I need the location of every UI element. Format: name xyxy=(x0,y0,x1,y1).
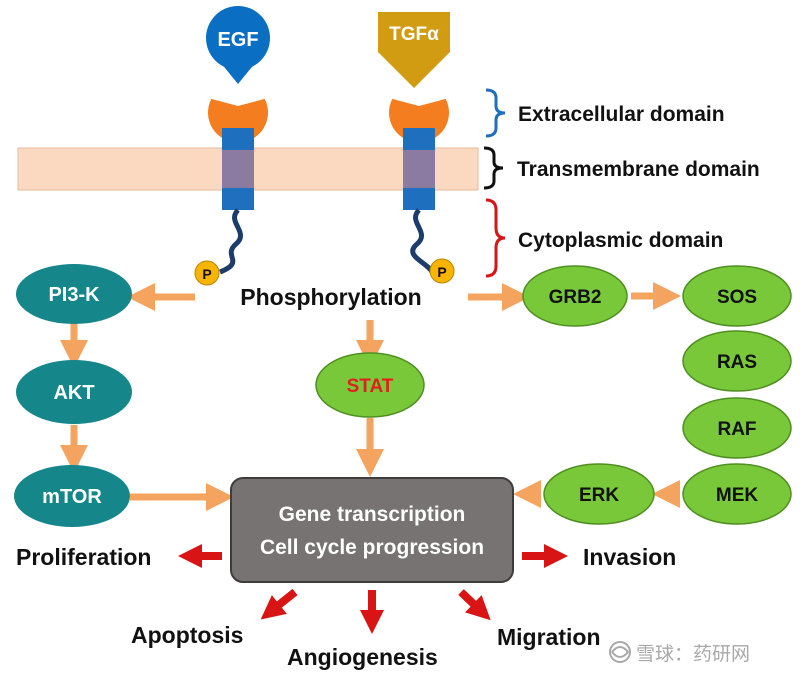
proliferation-label: Proliferation xyxy=(16,544,151,570)
svg-text:AKT: AKT xyxy=(53,382,94,404)
invasion-label: Invasion xyxy=(583,544,676,570)
snowball-logo-icon xyxy=(609,641,631,663)
outcome-arrows xyxy=(178,544,568,634)
transmembrane-domain-label: Transmembrane domain xyxy=(517,158,760,181)
receptor-left: P xyxy=(194,98,269,286)
cytoplasmic-bracket xyxy=(485,198,506,278)
cell-cycle-label: Cell cycle progression xyxy=(260,536,484,559)
transmembrane-bracket xyxy=(483,146,504,190)
svg-text:P: P xyxy=(437,264,446,280)
svg-text:RAS: RAS xyxy=(717,352,757,373)
signal-arrows xyxy=(60,282,681,511)
akt-node: AKT xyxy=(16,360,132,424)
egf-ligand: EGF xyxy=(206,6,270,84)
watermark-text: 雪球：药研网 xyxy=(636,643,750,665)
angiogenesis-label: Angiogenesis xyxy=(287,644,438,670)
phosphate-badge: P xyxy=(194,260,220,286)
extracellular-domain-label: Extracellular domain xyxy=(518,103,725,126)
extracellular-bracket xyxy=(485,88,506,138)
ras-node: RAS xyxy=(682,330,792,392)
tgfa-ligand: TGFα xyxy=(378,12,450,88)
svg-text:P: P xyxy=(202,266,211,282)
egf-label: EGF xyxy=(217,29,258,51)
svg-text:GRB2: GRB2 xyxy=(549,287,602,308)
svg-text:RAF: RAF xyxy=(717,419,756,440)
mtor-node: mTOR xyxy=(14,465,130,527)
svg-text:mTOR: mTOR xyxy=(42,486,102,508)
svg-text:SOS: SOS xyxy=(717,287,757,308)
pi3k-node: PI3-K xyxy=(16,264,132,324)
svg-text:PI3-K: PI3-K xyxy=(48,284,100,306)
gene-transcription-label: Gene transcription xyxy=(279,503,466,526)
phosphorylation-label: Phosphorylation xyxy=(240,284,421,310)
watermark: 雪球：药研网 xyxy=(609,641,750,665)
grb2-node: GRB2 xyxy=(522,265,628,327)
sos-node: SOS xyxy=(682,265,792,327)
svg-text:STAT: STAT xyxy=(347,376,394,397)
receptor-right: P xyxy=(389,98,455,284)
raf-node: RAF xyxy=(682,397,792,459)
apoptosis-label: Apoptosis xyxy=(131,622,243,648)
gene-transcription-box: Gene transcription Cell cycle progressio… xyxy=(230,477,514,583)
mek-node: MEK xyxy=(682,463,792,525)
erk-node: ERK xyxy=(543,463,655,525)
migration-label: Migration xyxy=(497,624,601,650)
svg-text:ERK: ERK xyxy=(579,485,619,506)
phosphate-badge: P xyxy=(429,258,455,284)
cytoplasmic-domain-label: Cytoplasmic domain xyxy=(518,229,723,252)
stat-node: STAT xyxy=(315,352,425,418)
tgfa-label: TGFα xyxy=(389,24,439,45)
svg-text:MEK: MEK xyxy=(716,485,759,506)
